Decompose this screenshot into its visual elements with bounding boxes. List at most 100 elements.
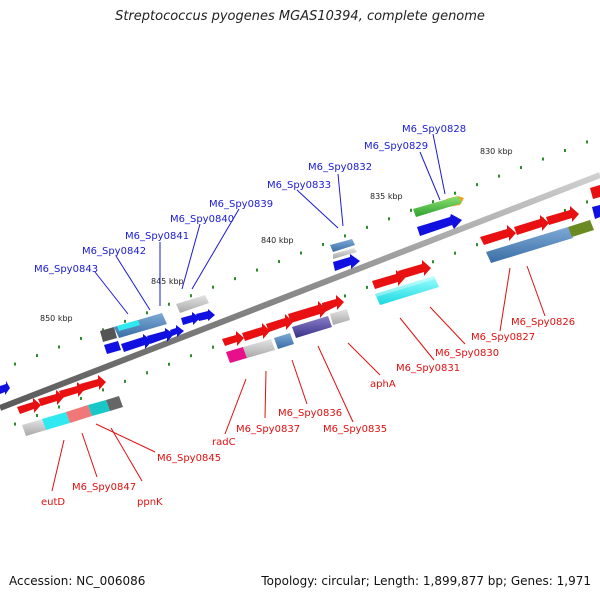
- scale-tick: [322, 242, 324, 246]
- gene-feature[interactable]: [417, 214, 462, 236]
- scale-tick: [410, 208, 412, 212]
- gene-feature[interactable]: [333, 248, 357, 259]
- gene-feature[interactable]: [372, 270, 405, 289]
- scale-tick: [278, 260, 280, 264]
- gene-feature[interactable]: [104, 341, 121, 354]
- gene-feature[interactable]: [117, 320, 140, 331]
- upper-genes: [0, 185, 600, 395]
- gene-feature[interactable]: [17, 398, 41, 414]
- gene-label: M6_Spy0837: [236, 424, 300, 435]
- scale-tick: [586, 200, 588, 204]
- gene-label: M6_Spy0829: [364, 141, 428, 152]
- scale-tick: [102, 388, 104, 392]
- gene-feature[interactable]: [568, 220, 594, 237]
- gene-feature[interactable]: [274, 333, 294, 349]
- gene-feature[interactable]: [176, 295, 209, 313]
- gene-feature[interactable]: [66, 405, 92, 423]
- scale-label: 850 kbp: [40, 314, 73, 323]
- gene-label: M6_Spy0842: [82, 246, 146, 257]
- scale-tick: [212, 345, 214, 349]
- gene-feature[interactable]: [80, 375, 106, 391]
- gene-feature[interactable]: [0, 381, 10, 395]
- gene-feature[interactable]: [375, 276, 439, 305]
- scale-tick: [58, 405, 60, 409]
- scale-tick: [432, 260, 434, 264]
- scale-tick: [564, 148, 566, 152]
- scale-tick: [124, 319, 126, 323]
- scale-tick: [454, 251, 456, 255]
- scale-tick: [14, 422, 16, 426]
- gene-feature[interactable]: [226, 347, 247, 363]
- scale-tick: [344, 294, 346, 298]
- gene-feature[interactable]: [196, 309, 215, 321]
- gene-feature[interactable]: [106, 396, 123, 411]
- lower-leader-lines: [51, 265, 546, 492]
- gene-feature[interactable]: [333, 254, 360, 271]
- gene-feature[interactable]: [398, 260, 431, 279]
- scale-tick: [344, 234, 346, 238]
- scale-tick: [168, 302, 170, 306]
- gene-feature[interactable]: [375, 276, 435, 297]
- gene-feature[interactable]: [330, 309, 350, 325]
- scale-tick: [366, 225, 368, 229]
- scale-tick: [256, 268, 258, 272]
- gene-feature[interactable]: [413, 196, 462, 217]
- gene-feature[interactable]: [222, 331, 244, 346]
- scale-tick: [102, 328, 104, 332]
- upper-leader-lines: [94, 133, 446, 315]
- scale-tick: [366, 285, 368, 289]
- gene-label: ppnK: [137, 497, 163, 508]
- gene-feature[interactable]: [114, 313, 167, 338]
- scale-tick: [476, 183, 478, 187]
- gene-label: M6_Spy0827: [471, 332, 535, 343]
- lower-genes: [17, 206, 594, 436]
- gene-label: M6_Spy0828: [402, 124, 466, 135]
- scale-tick: [388, 217, 390, 221]
- gene-label: M6_Spy0832: [308, 162, 372, 173]
- scale-tick: [454, 191, 456, 195]
- scale-tick: [14, 362, 16, 366]
- accession-text: Accession: NC_006086: [9, 574, 146, 588]
- gene-label: eutD: [41, 497, 65, 508]
- scale-tick: [520, 166, 522, 170]
- gene-feature[interactable]: [292, 316, 332, 338]
- gene-feature[interactable]: [38, 390, 64, 406]
- gene-label: M6_Spy0830: [435, 348, 499, 359]
- gene-feature[interactable]: [486, 227, 573, 263]
- gene-feature[interactable]: [546, 206, 579, 225]
- gene-label: M6_Spy0840: [170, 214, 234, 225]
- gene-feature[interactable]: [147, 328, 174, 344]
- gene-label: M6_Spy0826: [511, 317, 575, 328]
- gene-feature[interactable]: [514, 215, 549, 235]
- scale-tick: [300, 251, 302, 255]
- gene-feature[interactable]: [322, 295, 344, 312]
- gene-feature[interactable]: [243, 339, 275, 358]
- gene-feature[interactable]: [266, 314, 293, 332]
- scale-tick: [146, 371, 148, 375]
- gene-feature[interactable]: [88, 400, 110, 416]
- scale-label: 845 kbp: [151, 277, 184, 286]
- gene-feature[interactable]: [330, 239, 355, 252]
- gene-feature[interactable]: [181, 312, 200, 325]
- scale-tick: [498, 174, 500, 178]
- gene-feature[interactable]: [170, 325, 184, 337]
- gene-label: M6_Spy0839: [209, 199, 273, 210]
- gene-feature[interactable]: [42, 412, 70, 430]
- gene-feature[interactable]: [288, 301, 327, 323]
- genome-backbone: [0, 172, 600, 411]
- gene-feature[interactable]: [242, 323, 270, 341]
- gene-feature[interactable]: [100, 327, 117, 342]
- gene-label: M6_Spy0843: [34, 264, 98, 275]
- gene-feature[interactable]: [121, 334, 152, 352]
- gene-feature[interactable]: [480, 225, 516, 245]
- map-title: Streptococcus pyogenes MGAS10394, comple…: [115, 9, 485, 24]
- gene-feature[interactable]: [592, 205, 600, 219]
- scale-tick: [542, 157, 544, 161]
- gene-feature[interactable]: [59, 382, 85, 398]
- scale-tick: [168, 362, 170, 366]
- gene-feature[interactable]: [22, 419, 46, 436]
- scale-tick: [234, 277, 236, 281]
- gene-feature[interactable]: [590, 185, 600, 199]
- gene-label: M6_Spy0845: [157, 453, 221, 464]
